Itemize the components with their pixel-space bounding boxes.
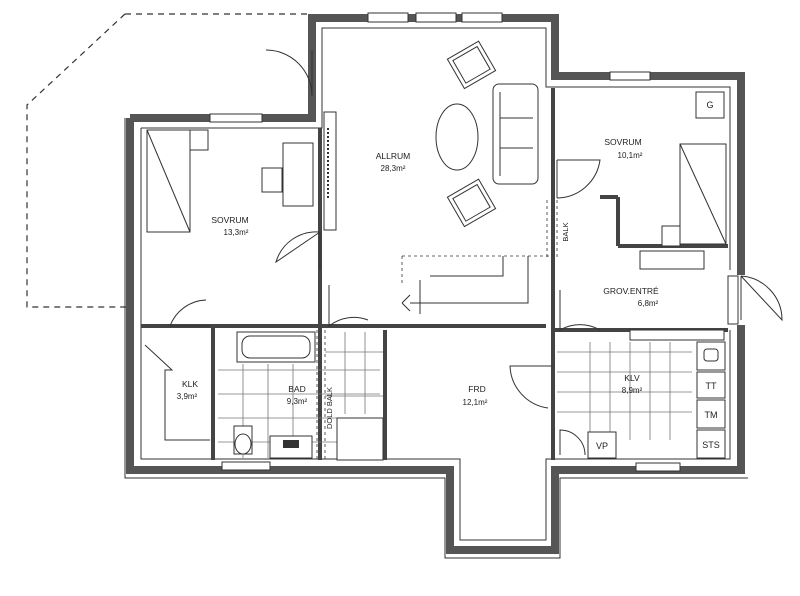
klv-name: KLV: [624, 373, 640, 383]
room-labels: ALLRUM 28,3m² SOVRUM 13,3m² SOVRUM 10,1m…: [177, 137, 659, 407]
outer-walls: [124, 14, 748, 559]
bedroom-right-furniture: [629, 91, 727, 341]
klv-area: 8,9m²: [622, 386, 643, 395]
frd-area: 12,1m²: [463, 398, 488, 407]
living-room-furniture: [323, 40, 539, 231]
sovrum-right-name: SOVRUM: [604, 137, 641, 147]
dold-balk-label: DOLD BALK: [325, 387, 334, 429]
tm-label: TM: [705, 410, 718, 420]
g-label: G: [706, 100, 713, 110]
tt-label: TT: [706, 381, 717, 391]
annotation-labels: BALK DOLD BALK G TT TM STS VP: [325, 100, 720, 451]
balk-label: BALK: [561, 222, 570, 241]
klk-name: KLK: [182, 379, 198, 389]
sovrum-left-area: 13,3m²: [224, 228, 249, 237]
frd-name: FRD: [468, 384, 485, 394]
sovrum-right-area: 10,1m²: [618, 151, 643, 160]
bad-name: BAD: [288, 384, 305, 394]
sts-label: STS: [702, 440, 720, 450]
bedroom-left-furniture: [146, 129, 314, 233]
hidden-beams: [316, 200, 558, 460]
closet-details: [144, 344, 210, 441]
allrum-name: ALLRUM: [376, 151, 410, 161]
vp-label: VP: [596, 441, 608, 451]
grov-entre-area: 6,8m²: [638, 299, 659, 308]
windows: [209, 12, 739, 472]
laundry-tiles: [557, 341, 726, 459]
sovrum-left-name: SOVRUM: [211, 215, 248, 225]
grov-entre-name: GROV.ENTRÉ: [603, 286, 659, 296]
terrace-outline: [26, 13, 310, 308]
bad-area: 9,3m²: [287, 397, 308, 406]
klk-area: 3,9m²: [177, 392, 198, 401]
allrum-area: 28,3m²: [381, 164, 406, 173]
staircase: [401, 255, 553, 314]
bathroom-tiles: [218, 331, 384, 461]
doors: [169, 49, 783, 456]
